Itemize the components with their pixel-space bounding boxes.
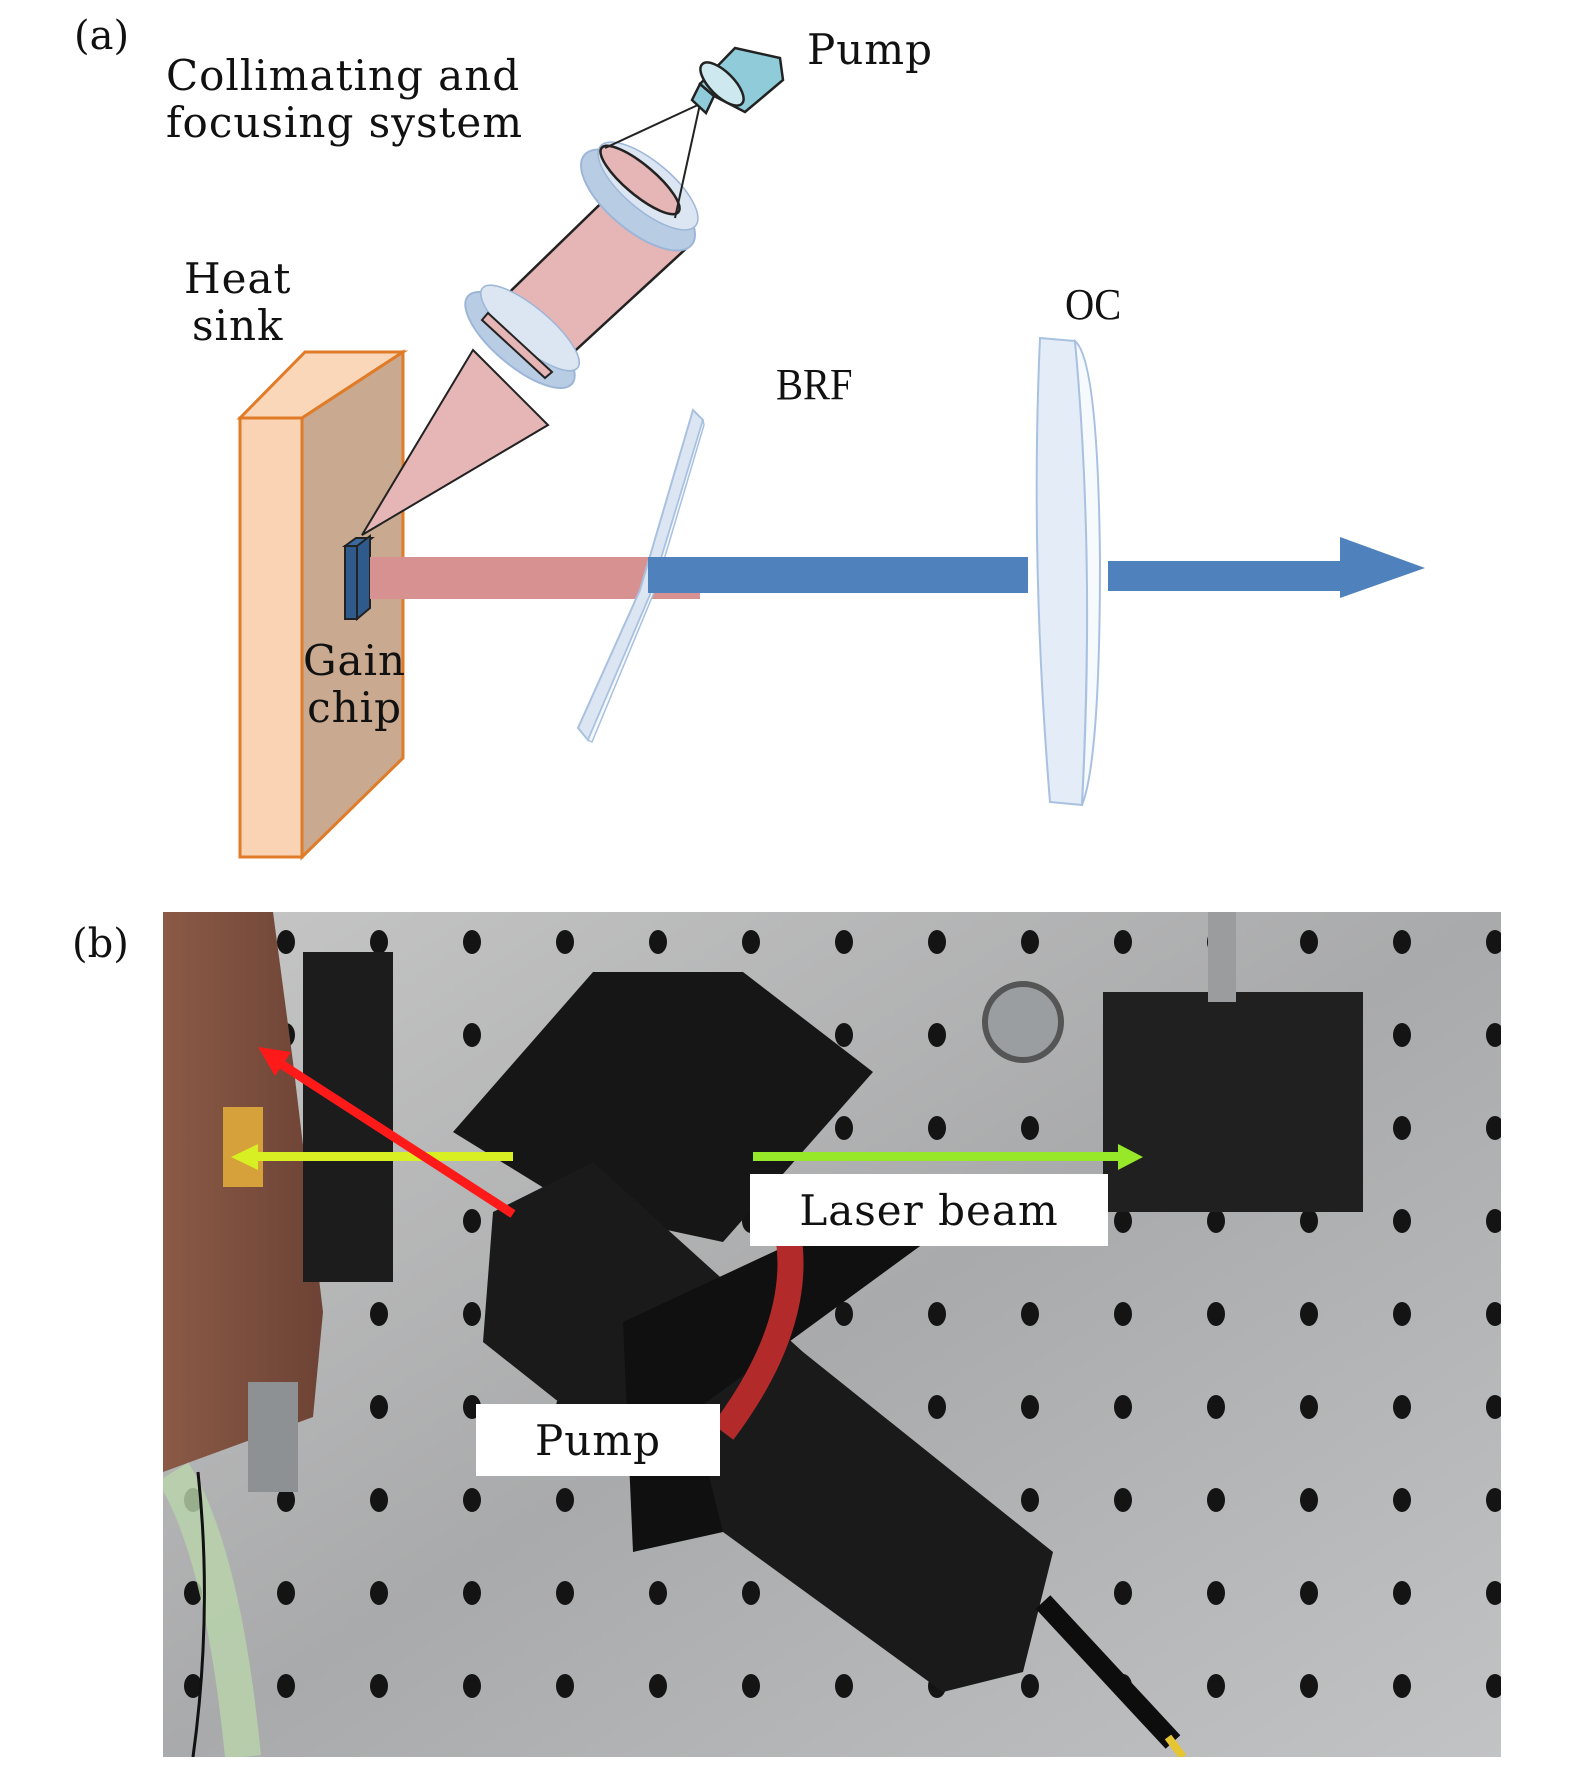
oc-mount <box>1103 992 1363 1212</box>
fiber-jacket <box>1164 1734 1187 1757</box>
experimental-photo: Laser beam Pump <box>163 912 1501 1757</box>
panel-b-label: (b) <box>72 921 129 967</box>
pump-ray-left <box>604 103 701 149</box>
oc-mirror <box>1035 336 1102 807</box>
gain-chip-icon <box>341 533 375 622</box>
gain-chip-label: Gain chip <box>303 637 406 731</box>
heat-sink-front <box>238 416 304 859</box>
pump-head-icon <box>690 46 785 116</box>
heat-sink-label: Heat sink <box>184 255 291 349</box>
water-tube <box>163 1462 261 1757</box>
pump-photo-label: Pump <box>476 1404 720 1476</box>
pump-clamp <box>623 1182 953 1552</box>
lower-lens <box>464 284 580 390</box>
knob <box>982 981 1064 1063</box>
heat-sink-line-2: sink <box>191 301 284 351</box>
oc-post <box>1208 912 1236 1002</box>
brf-label: BRF <box>776 360 853 409</box>
collimating-line-2: focusing system <box>166 98 524 148</box>
laser-beam-label: Laser beam <box>750 1174 1108 1246</box>
collimating-line-1: Collimating and <box>166 51 521 100</box>
laser-schematic <box>236 46 1425 861</box>
heat-sink-line-1: Heat <box>184 254 292 303</box>
pump-arrow <box>258 1047 516 1218</box>
brf-plate <box>576 408 705 744</box>
pump-label: Pump <box>807 25 934 74</box>
black-mount <box>303 952 393 1282</box>
wire <box>191 1471 206 1757</box>
collimating-system-label: Collimating and focusing system <box>166 52 523 146</box>
gain-chip-line-1: Gain <box>303 636 407 685</box>
photo-scene <box>163 912 1501 1757</box>
gain-chip-line-2: chip <box>307 683 402 733</box>
intracavity-beam-blue <box>648 557 1028 593</box>
oc-label: OC <box>1065 280 1122 329</box>
laser-beam-arrow-right <box>753 1144 1143 1170</box>
heat-sink <box>236 349 409 861</box>
laser-beam-arrow-left <box>231 1144 513 1170</box>
output-arrow-icon <box>1108 537 1425 598</box>
pump-collimator <box>483 1162 1053 1692</box>
panel-a-label: (a) <box>74 13 130 59</box>
fiber <box>1035 1595 1181 1749</box>
pump-ray-right <box>674 103 701 219</box>
focused-pump-cone <box>361 348 550 536</box>
micrometer <box>248 1382 298 1492</box>
upper-lens <box>580 141 699 252</box>
